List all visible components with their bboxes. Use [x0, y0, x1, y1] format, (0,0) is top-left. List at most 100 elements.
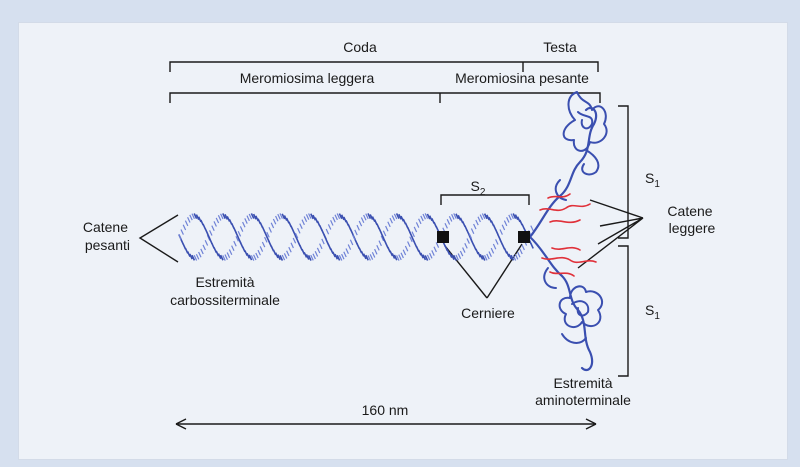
helix-segment: [492, 243, 497, 250]
helix-segment: [268, 241, 273, 248]
helix-segment: [433, 221, 438, 228]
bracket-lines: [138, 61, 644, 430]
scale-bar-label: 160 nm: [362, 402, 409, 418]
helix-segment: [325, 228, 330, 235]
hinge-right: [518, 231, 530, 243]
helix-segment: [178, 234, 182, 240]
helix-segment: [195, 214, 200, 221]
helix-segment: [305, 254, 310, 260]
helix-segment: [505, 251, 510, 258]
helix-segment: [327, 224, 332, 230]
helix-segment: [290, 242, 294, 249]
helix-segment: [468, 233, 473, 239]
helix-segment: [259, 246, 264, 252]
figure-panel: [18, 22, 788, 460]
heavy-chains-label-line1: Catene: [83, 219, 128, 235]
head-label: Testa: [543, 39, 577, 55]
helix-segment: [246, 215, 250, 222]
helix-segment: [468, 234, 473, 241]
helix-segment: [343, 251, 347, 258]
helix-segment: [321, 238, 325, 245]
helix-segment: [305, 214, 310, 220]
helix-segment: [301, 219, 305, 226]
helix-segment: [261, 241, 266, 248]
helix-segment: [206, 233, 211, 240]
helix-segment: [470, 228, 475, 235]
helix-segment: [277, 213, 281, 220]
helix-segment: [495, 239, 499, 245]
helix-segment: [248, 254, 253, 261]
helix-segment: [244, 250, 248, 256]
helix-segment: [318, 224, 323, 231]
helix-segment: [486, 214, 490, 221]
helix-segment: [387, 221, 391, 228]
heavy-chains-pointer: [138, 214, 179, 263]
helix-segment: [380, 235, 385, 242]
light-chain-lower: [541, 246, 597, 277]
helix-segment: [279, 213, 283, 219]
helix-segment: [308, 213, 312, 219]
helix-segment: [338, 254, 343, 261]
helix-segment: [457, 253, 462, 260]
helix-segment: [345, 248, 349, 254]
helix-segment: [263, 231, 268, 238]
helix-segment: [180, 229, 184, 235]
helix-segment: [499, 239, 504, 245]
helix-segment: [508, 253, 512, 260]
helix-segment: [336, 254, 341, 261]
helix-segment: [413, 226, 418, 233]
neck-upper-strand: [528, 106, 598, 239]
helix-segment: [424, 255, 429, 261]
hinge-left: [437, 231, 449, 243]
helix-segment: [224, 213, 229, 220]
helix-segment: [435, 226, 440, 232]
helix-segment: [461, 220, 466, 227]
helix-segment: [400, 252, 404, 259]
helix-segment: [499, 229, 503, 235]
helix-segment: [418, 218, 422, 225]
scale-bar-left-arrow: [175, 418, 187, 430]
helix-segment: [514, 214, 519, 221]
helix-segment: [448, 252, 453, 259]
helix-segment: [347, 244, 352, 250]
helix-segment: [389, 217, 393, 224]
light-meromyosin-label: Meromiosima leggera: [240, 70, 375, 86]
helix-segment: [233, 227, 237, 234]
helix-segment: [204, 239, 209, 246]
helix-segment: [477, 251, 482, 258]
helix-segment: [455, 254, 459, 261]
helix-segment: [409, 236, 413, 243]
helix-segment: [259, 222, 264, 228]
helix-segment: [235, 235, 239, 242]
helix-segment: [200, 248, 204, 255]
helix-segment: [307, 255, 312, 261]
helix-segment: [488, 251, 492, 257]
helix-segment: [404, 222, 409, 229]
helix-segment: [330, 220, 334, 226]
helix-segment: [473, 223, 477, 230]
helix-segment: [420, 252, 424, 259]
helix-segment: [215, 250, 220, 257]
light-chain-upper: [539, 193, 591, 224]
helix-segment: [407, 241, 411, 247]
helix-segment: [356, 224, 360, 231]
helix-segment: [422, 254, 427, 261]
light-chains-label-line1: Catene: [667, 203, 712, 219]
helix-segment: [187, 217, 191, 223]
helix-segment: [398, 254, 402, 261]
helix-segment: [352, 234, 356, 241]
helix-segment: [222, 213, 226, 219]
helix-segment: [239, 242, 244, 248]
helix-segment: [521, 223, 526, 230]
helix-segment: [435, 242, 440, 248]
helix-segment: [340, 214, 345, 221]
helix-segment: [479, 214, 484, 221]
helix-segment: [281, 213, 286, 220]
helix-segment: [517, 251, 521, 258]
amino-terminal-label-line1: Estremità: [553, 375, 612, 391]
helix-segment: [310, 213, 314, 220]
s1-top-label: S1: [645, 170, 660, 190]
helix-segment: [347, 224, 352, 230]
amino-terminal-label-line2: aminoterminale: [535, 392, 631, 408]
